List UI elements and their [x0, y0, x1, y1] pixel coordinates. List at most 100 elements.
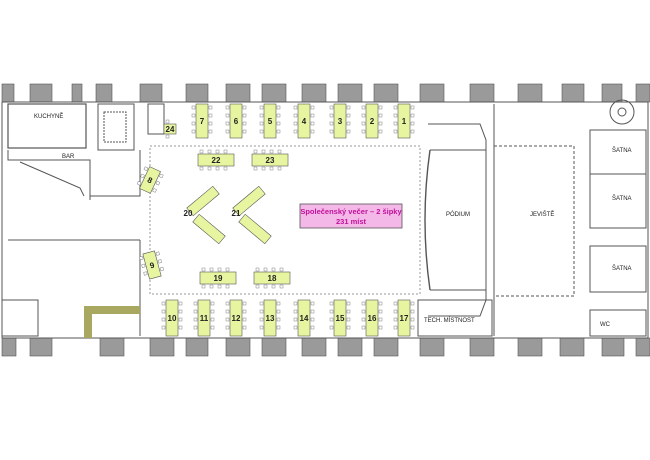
chair — [259, 309, 264, 314]
chair — [208, 113, 213, 118]
table-3: 3 — [329, 103, 351, 139]
chair — [201, 284, 206, 289]
table-number: 5 — [268, 117, 273, 126]
room-label-cloak-2: ŠATNA — [612, 195, 632, 202]
table-13: 13 — [259, 299, 281, 337]
event-title-box: Společenský večer – 2 šipky 231 míst — [299, 203, 402, 229]
table-number: 4 — [302, 117, 307, 126]
chair — [199, 149, 204, 154]
table-24: 24 — [163, 119, 177, 139]
table-number: 19 — [214, 274, 223, 283]
table-surface — [397, 299, 411, 337]
chair — [210, 301, 215, 306]
table-surface — [263, 103, 277, 139]
table-17: 17 — [393, 299, 415, 337]
chair — [346, 129, 351, 134]
table-surface — [397, 103, 411, 139]
table-surface — [186, 185, 220, 217]
chair — [293, 317, 298, 322]
chair — [329, 325, 334, 330]
chair — [276, 317, 281, 322]
table-surface — [297, 299, 311, 337]
table-surface — [192, 213, 226, 245]
chair — [310, 121, 315, 126]
room-label-bar: BAR — [62, 154, 75, 160]
table-number: 2 — [370, 117, 375, 126]
chair — [223, 166, 228, 171]
chair — [165, 134, 170, 139]
table-number: 12 — [232, 314, 241, 323]
chair — [259, 325, 264, 330]
chair — [269, 166, 274, 171]
chair — [346, 121, 351, 126]
chair — [253, 149, 258, 154]
chair — [210, 325, 215, 330]
chair — [276, 325, 281, 330]
chair — [242, 309, 247, 314]
table-number: 9 — [149, 260, 156, 270]
chair — [293, 121, 298, 126]
chair — [269, 149, 274, 154]
chair — [193, 301, 198, 306]
chair — [310, 113, 315, 118]
chair — [223, 149, 228, 154]
chair — [410, 325, 415, 330]
table-19: 19 — [199, 267, 237, 289]
chair — [165, 119, 170, 124]
table-surface — [238, 213, 272, 245]
chair — [276, 129, 281, 134]
chair — [393, 121, 398, 126]
chair — [346, 105, 351, 110]
chair — [207, 149, 212, 154]
room-label-cloak-3: ŠATNA — [612, 265, 632, 272]
chair — [259, 105, 264, 110]
chair — [159, 266, 164, 272]
chair — [410, 317, 415, 322]
chair — [191, 121, 196, 126]
chair — [329, 121, 334, 126]
highlight-bar — [84, 306, 140, 338]
chair — [277, 166, 282, 171]
table-surface — [197, 299, 211, 337]
table-number: 23 — [266, 156, 275, 165]
chair — [208, 129, 213, 134]
table-surface — [165, 299, 179, 337]
table-surface — [333, 299, 347, 337]
table-number: 11 — [200, 314, 209, 323]
chair — [242, 129, 247, 134]
chair — [276, 309, 281, 314]
chair — [217, 284, 222, 289]
chair — [255, 284, 260, 289]
table-15: 15 — [329, 299, 351, 337]
chair — [157, 259, 162, 264]
room-label-tech: TECH. MÍSTNOST — [424, 317, 475, 324]
chair — [155, 251, 160, 256]
seat-count: 231 míst — [336, 217, 367, 226]
chair — [378, 325, 383, 330]
table-number: 17 — [400, 314, 409, 323]
chair — [225, 121, 230, 126]
interior-walls — [1, 99, 649, 339]
chair — [346, 113, 351, 118]
chair — [225, 284, 230, 289]
room-label-cloak-1: ŠATNA — [612, 147, 632, 154]
chair — [191, 113, 196, 118]
chair — [161, 301, 166, 306]
table-2: 2 — [361, 103, 383, 139]
chair — [276, 121, 281, 126]
table-surface — [199, 271, 237, 285]
table-12: 12 — [225, 299, 247, 337]
event-title: Společenský večer – 2 šipky — [300, 207, 402, 216]
chair — [209, 267, 214, 272]
chair — [329, 129, 334, 134]
chair — [310, 325, 315, 330]
chair — [259, 113, 264, 118]
table-8: 8 — [136, 166, 164, 194]
chair — [378, 317, 383, 322]
table-number: 15 — [336, 314, 345, 323]
table-surface — [251, 153, 289, 167]
chair — [310, 317, 315, 322]
chair — [261, 149, 266, 154]
chair — [242, 121, 247, 126]
chair — [410, 309, 415, 314]
